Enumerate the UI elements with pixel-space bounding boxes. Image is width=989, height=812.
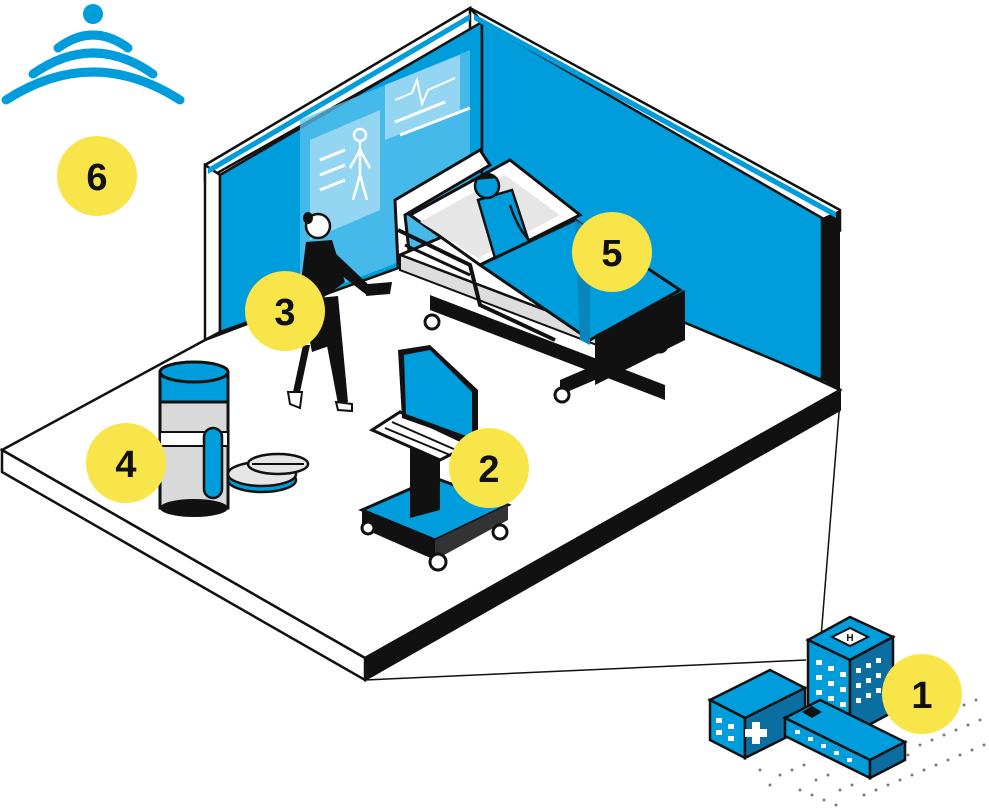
callout-badge-4: 4 [86, 423, 166, 503]
callout-badge-3: 3 [245, 271, 325, 351]
hospital-sign-text: H [846, 633, 853, 644]
wall-display-panels [300, 50, 471, 300]
callout-badge-5: 5 [572, 212, 652, 292]
callout-label-6: 6 [86, 157, 107, 199]
callout-badge-6: 6 [57, 136, 137, 216]
callout-label-1: 1 [911, 675, 932, 717]
projection-lines [364, 399, 841, 681]
callout-label-3: 3 [274, 292, 295, 334]
medication-bottle [158, 360, 310, 517]
cross-icon [745, 722, 767, 744]
callout-badge-2: 2 [449, 428, 529, 508]
callout-label-4: 4 [115, 444, 136, 486]
callout-label-5: 5 [601, 233, 622, 275]
patient-bed [393, 147, 685, 404]
callout-badge-1: 1 [882, 654, 962, 734]
hospital-building: H [707, 615, 986, 807]
callout-label-2: 2 [478, 449, 499, 491]
wifi-icon [1, 4, 185, 105]
